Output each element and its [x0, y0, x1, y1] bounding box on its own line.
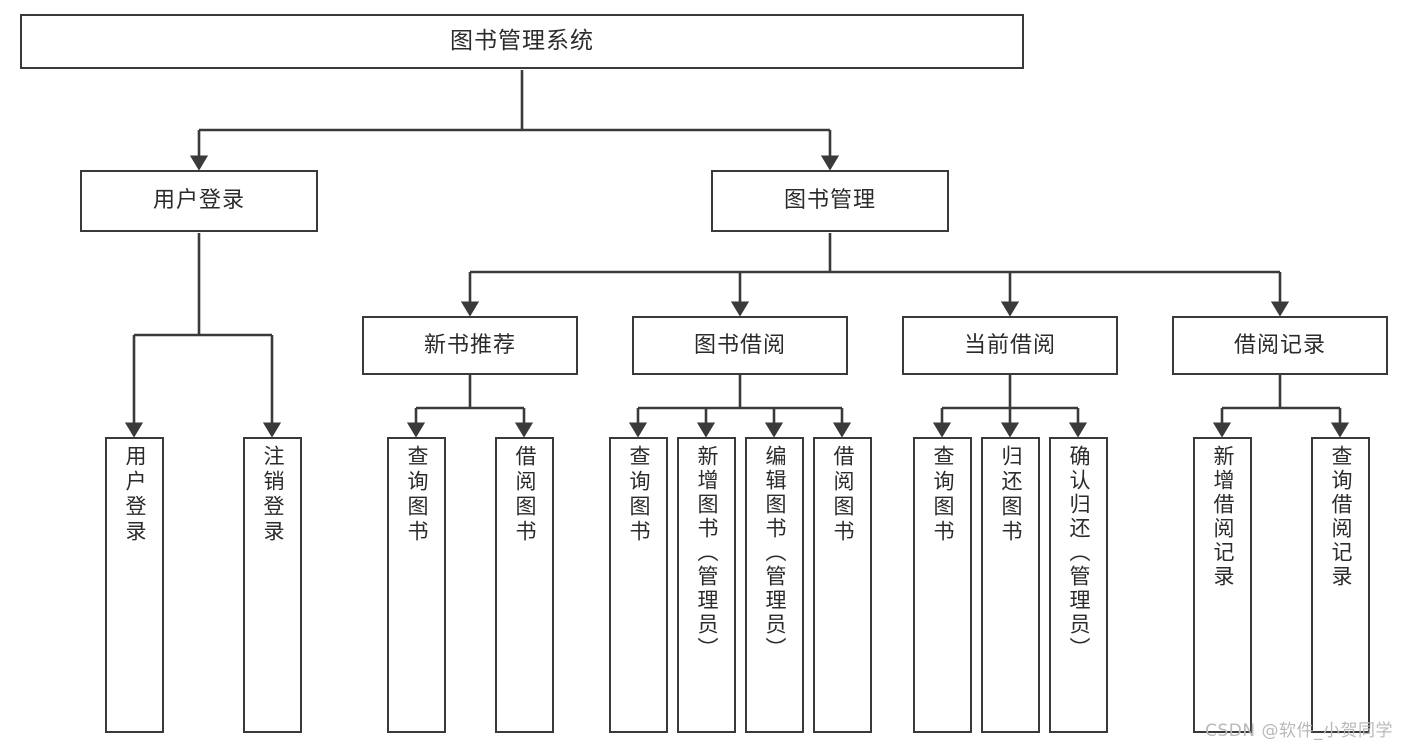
node-new-book-recommendation[interactable]: 新书推荐 — [362, 316, 578, 375]
node-root-book-management-system[interactable]: 图书管理系统 — [20, 14, 1024, 69]
leaf-user-login-login[interactable]: 用户登录 — [105, 437, 164, 733]
node-borrow-record[interactable]: 借阅记录 — [1172, 316, 1388, 375]
node-label: 借阅记录 — [1233, 332, 1326, 358]
node-label: 注销登录 — [261, 445, 285, 545]
node-label: 编辑图书（管理员） — [763, 445, 787, 661]
node-user-login[interactable]: 用户登录 — [80, 170, 318, 232]
node-label: 归还图书 — [999, 445, 1023, 545]
leaf-new-book-query-book[interactable]: 查询图书 — [387, 437, 446, 733]
leaf-current-borrow-confirm-return-admin[interactable]: 确认归还（管理员） — [1049, 437, 1108, 733]
node-label: 借阅图书 — [831, 445, 855, 545]
node-label: 图书借阅 — [693, 332, 786, 358]
leaf-book-borrow-add-book-admin[interactable]: 新增图书（管理员） — [677, 437, 736, 733]
leaf-borrow-record-query-record[interactable]: 查询借阅记录 — [1311, 437, 1370, 733]
node-label: 查询图书 — [627, 445, 651, 545]
leaf-current-borrow-query-book[interactable]: 查询图书 — [913, 437, 972, 733]
node-label: 用户登录 — [152, 188, 245, 214]
leaf-new-book-borrow-book[interactable]: 借阅图书 — [495, 437, 554, 733]
node-label: 新增图书（管理员） — [695, 445, 719, 661]
node-label: 查询借阅记录 — [1329, 445, 1353, 589]
node-label: 查询图书 — [931, 445, 955, 545]
node-label: 当前借阅 — [963, 332, 1056, 358]
leaf-book-borrow-query-book[interactable]: 查询图书 — [609, 437, 668, 733]
node-label: 新书推荐 — [423, 332, 516, 358]
node-book-management[interactable]: 图书管理 — [711, 170, 949, 232]
node-label: 新增借阅记录 — [1211, 445, 1235, 589]
leaf-user-login-logout[interactable]: 注销登录 — [243, 437, 302, 733]
node-label: 借阅图书 — [513, 445, 537, 545]
node-book-borrow[interactable]: 图书借阅 — [632, 316, 848, 375]
node-current-borrow[interactable]: 当前借阅 — [902, 316, 1118, 375]
watermark: CSDN @软件_小贺同学 — [1205, 721, 1393, 741]
node-label: 确认归还（管理员） — [1067, 445, 1091, 661]
node-label: 图书管理 — [783, 188, 876, 214]
leaf-current-borrow-return-book[interactable]: 归还图书 — [981, 437, 1040, 733]
leaf-book-borrow-borrow-book[interactable]: 借阅图书 — [813, 437, 872, 733]
node-label: 查询图书 — [405, 445, 429, 545]
node-label: 用户登录 — [123, 445, 147, 545]
leaf-borrow-record-add-record[interactable]: 新增借阅记录 — [1193, 437, 1252, 733]
node-label: 图书管理系统 — [450, 28, 594, 55]
leaf-book-borrow-edit-book-admin[interactable]: 编辑图书（管理员） — [745, 437, 804, 733]
